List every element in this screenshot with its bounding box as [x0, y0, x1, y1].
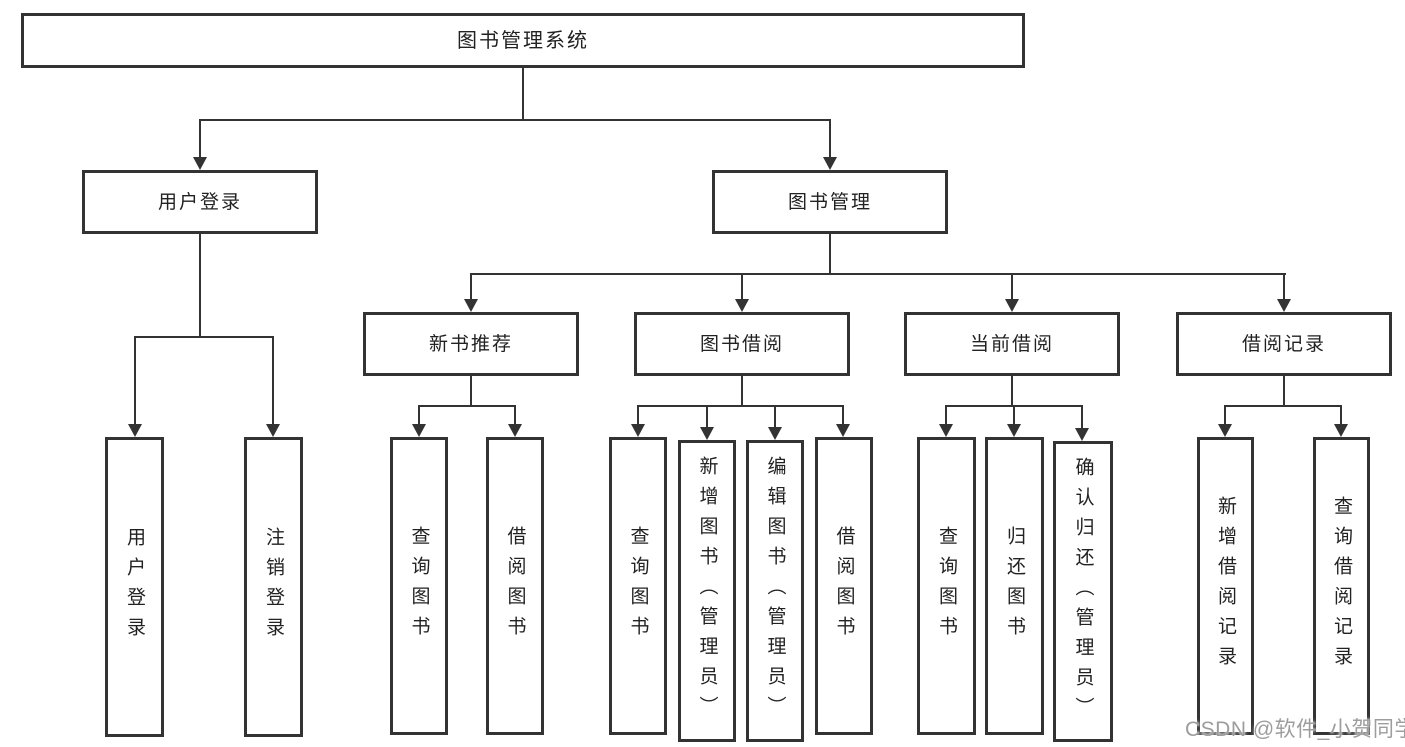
arrowhead-cur-confirm: [1075, 428, 1089, 441]
arrowhead-bor-lend: [836, 424, 850, 437]
connector-drop-cur-confirm: [1081, 405, 1083, 430]
node-user-login: 用户登录: [82, 170, 318, 234]
leaf-return-books-label: 归还图书: [1004, 526, 1025, 646]
connector-drop-rec-query: [418, 405, 420, 426]
arrowhead-leaf-logout: [266, 424, 280, 437]
leaf-confirm-return-admin: 确认归还（管理员）: [1053, 441, 1113, 742]
csdn-watermark: CSDN @软件_小贺同学: [1185, 718, 1405, 741]
leaf-query-books-borrow: 查询图书: [609, 437, 667, 735]
leaf-edit-books-admin: 编辑图书（管理员）: [746, 440, 804, 742]
arrowhead-rec-borrow: [508, 424, 522, 437]
connector-recommend-stem: [470, 376, 472, 407]
connector-drop-recommend: [470, 273, 472, 301]
leaf-logout: 注销登录: [244, 437, 303, 737]
connector-book-mgmt-hbar: [470, 273, 1286, 275]
node-book-mgmt: 图书管理: [712, 170, 948, 234]
connector-drop-cur-query: [945, 405, 947, 426]
node-book-mgmt-label: 图书管理: [787, 191, 872, 213]
leaf-confirm-return-admin-label: 确认归还（管理员）: [1072, 456, 1094, 727]
arrowhead-bor-edit: [768, 427, 782, 440]
node-current-borrow: 当前借阅: [904, 312, 1120, 376]
node-root-label: 图书管理系统: [457, 29, 589, 52]
node-book-borrow-label: 图书借阅: [699, 333, 784, 355]
connector-book-mgmt-stem: [829, 234, 831, 275]
connector-drop-cur-return: [1013, 405, 1015, 426]
connector-drop-leaf-logout: [272, 336, 274, 424]
connector-drop-current: [1011, 273, 1013, 301]
arrowhead-bor-add: [700, 427, 714, 440]
arrowhead-rec-add-record: [1218, 424, 1232, 437]
connector-user-login-stem: [199, 234, 201, 338]
node-borrow-records-label: 借阅记录: [1241, 333, 1326, 355]
leaf-user-login: 用户登录: [105, 437, 164, 737]
leaf-query-books-recommend-label: 查询图书: [408, 526, 430, 646]
arrowhead-rec-query: [412, 424, 426, 437]
node-new-book-recommend-label: 新书推荐: [428, 333, 513, 355]
connector-records-hbar: [1224, 405, 1342, 407]
leaf-return-books: 归还图书: [985, 437, 1044, 735]
connector-recommend-hbar: [418, 405, 516, 407]
leaf-query-books-current-label: 查询图书: [936, 526, 957, 646]
arrowhead-cur-return: [1007, 424, 1021, 437]
connector-drop-rec-add-record: [1224, 405, 1226, 426]
leaf-borrow-books-recommend: 借阅图书: [486, 437, 544, 735]
leaf-query-books-current: 查询图书: [917, 437, 976, 735]
leaf-add-borrow-record-label: 新增借阅记录: [1215, 496, 1236, 676]
connector-drop-bor-add: [706, 405, 708, 429]
arrowhead-user-login: [193, 157, 207, 170]
node-root: 图书管理系统: [21, 13, 1025, 68]
connector-drop-bor-edit: [774, 405, 776, 429]
connector-drop-bor-query: [637, 405, 639, 426]
connector-drop-leaf-login: [134, 336, 136, 424]
arrowhead-leaf-login: [128, 424, 142, 437]
connector-borrow-stem: [741, 376, 743, 407]
leaf-logout-label: 注销登录: [263, 527, 284, 647]
connector-user-login-hbar: [134, 336, 274, 338]
arrowhead-bor-query: [631, 424, 645, 437]
leaf-query-books-recommend: 查询图书: [390, 437, 448, 735]
connector-drop-bor-lend: [842, 405, 844, 426]
leaf-edit-books-admin-label: 编辑图书（管理员）: [764, 456, 786, 726]
connector-drop-borrow: [741, 273, 743, 301]
node-user-login-label: 用户登录: [157, 191, 242, 213]
leaf-add-borrow-record: 新增借阅记录: [1197, 437, 1254, 735]
arrowhead-records: [1277, 299, 1291, 312]
leaf-borrow-books-borrow-label: 借阅图书: [833, 526, 855, 646]
leaf-query-books-borrow-label: 查询图书: [627, 526, 649, 646]
arrowhead-book-mgmt: [823, 157, 837, 170]
leaf-add-books-admin: 新增图书（管理员）: [678, 440, 736, 742]
node-borrow-records: 借阅记录: [1176, 312, 1392, 376]
connector-root-hbar: [199, 119, 831, 121]
leaf-add-books-admin-label: 新增图书（管理员）: [696, 456, 718, 726]
connector-drop-records: [1283, 273, 1285, 301]
arrowhead-borrow: [735, 299, 749, 312]
arrowhead-rec-query-record: [1334, 424, 1348, 437]
arrowhead-current: [1005, 299, 1019, 312]
connector-drop-user-login: [199, 119, 201, 159]
arrowhead-recommend: [464, 299, 478, 312]
connector-drop-book-mgmt: [829, 119, 831, 159]
node-new-book-recommend: 新书推荐: [363, 312, 579, 376]
leaf-borrow-books-borrow: 借阅图书: [815, 437, 873, 735]
leaf-query-borrow-record-label: 查询借阅记录: [1331, 496, 1352, 676]
node-book-borrow: 图书借阅: [634, 312, 850, 376]
connector-current-stem: [1011, 376, 1013, 407]
connector-root-stem: [522, 68, 524, 121]
leaf-borrow-books-recommend-label: 借阅图书: [504, 526, 526, 646]
leaf-user-login-label: 用户登录: [124, 527, 145, 647]
connector-drop-rec-query-record: [1340, 405, 1342, 426]
connector-records-stem: [1283, 376, 1285, 407]
node-current-borrow-label: 当前借阅: [969, 333, 1054, 355]
connector-drop-rec-borrow: [514, 405, 516, 426]
arrowhead-cur-query: [939, 424, 953, 437]
leaf-query-borrow-record: 查询借阅记录: [1313, 437, 1370, 735]
connector-borrow-hbar: [637, 405, 844, 407]
